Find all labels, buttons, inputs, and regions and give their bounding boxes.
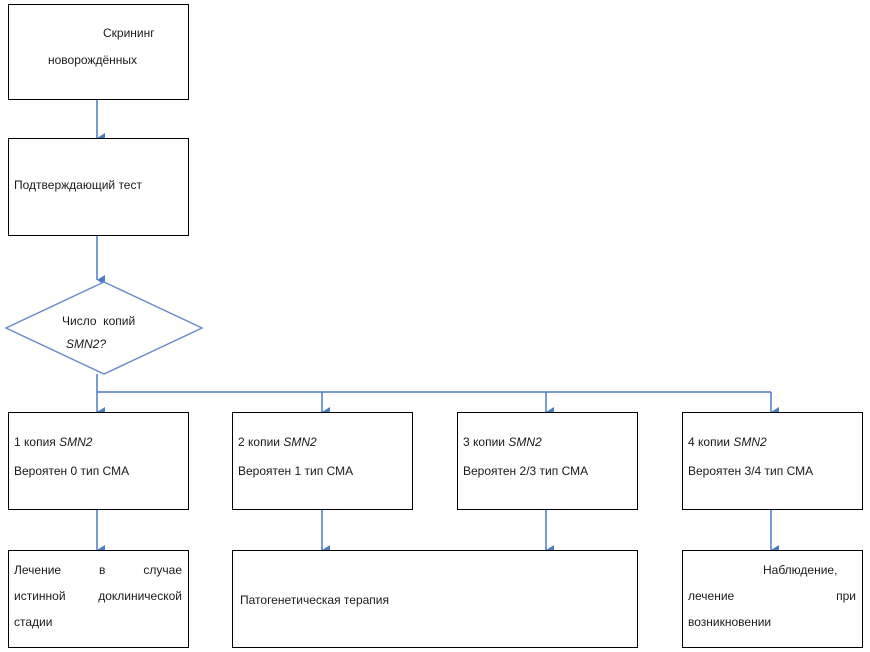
treatment-early-box [8,550,189,648]
copy-3-count: 3 копии SMN2 [463,434,542,450]
screening-line2: новорождённых [48,53,138,67]
copy-2-count: 2 копии SMN2 [238,434,317,450]
copy-1-type: Вероятен 0 тип СМА [14,464,130,478]
copy-2-type: Вероятен 1 тип СМА [238,464,354,478]
decision-diamond [4,281,204,375]
screening-line1: Скрининг [103,26,155,40]
copy-box-1 [8,412,189,510]
screening-box [8,4,189,100]
copy-1-count: 1 копия SMN2 [14,434,92,450]
copy-1-count-text: 1 копия [14,435,60,449]
observation-line2-text: лечение при [688,589,856,603]
copy-3-type: Вероятен 2/3 тип СМА [463,464,589,478]
observation-line3: возникновении [688,615,772,629]
decision-line1: Число копий [62,314,136,328]
copy-4-count: 4 копии SMN2 [688,434,767,450]
pathogenetic-therapy-box [232,550,638,648]
confirm-test-box [8,138,189,236]
observation-line1: Наблюдение, [763,563,838,577]
observation-line2: лечение при [688,588,856,604]
observation-box [682,550,863,648]
treatment-early-line3: стадии [14,615,53,629]
copy-2-gene: SMN2 [283,435,317,449]
treatment-early-line1-text: Лечение в случае [14,563,182,577]
copy-box-3 [457,412,638,510]
decision-line2: SMN2? [66,337,107,351]
copy-box-2 [232,412,413,510]
copy-4-gene: SMN2 [733,435,767,449]
treatment-early-line2: истинной доклинической [14,588,182,604]
copy-box-4 [682,412,863,510]
treatment-early-line1: Лечение в случае [14,562,182,578]
copy-1-gene: SMN2 [59,435,93,449]
copy-4-type: Вероятен 3/4 тип СМА [688,464,814,478]
copy-3-gene: SMN2 [508,435,542,449]
copy-3-count-text: 3 копии [463,435,509,449]
pathogenetic-therapy-label: Патогенетическая терапия [240,593,389,607]
copy-4-count-text: 4 копии [688,435,734,449]
confirm-test-label: Подтверждающий тест [14,178,142,192]
copy-2-count-text: 2 копии [238,435,284,449]
treatment-early-line2-text: истинной доклинической [14,589,182,603]
